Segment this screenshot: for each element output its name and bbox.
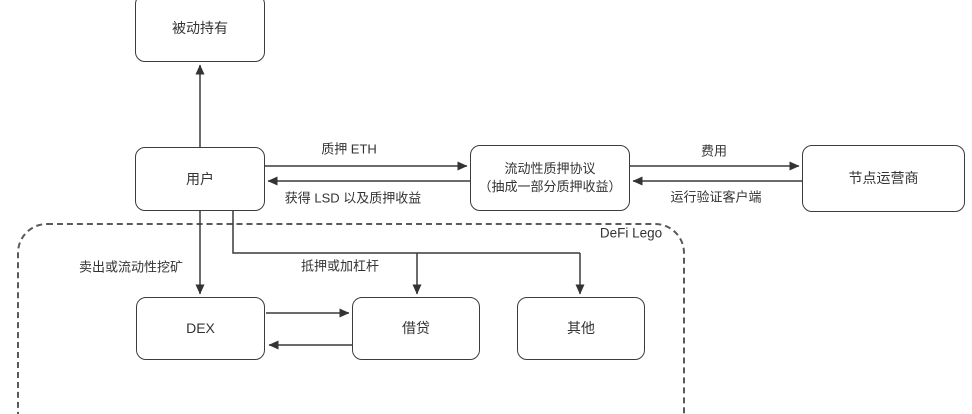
node-dex: DEX xyxy=(136,297,265,360)
edge-label-collateral-or-leverage: 抵押或加杠杆 xyxy=(300,258,380,274)
node-user: 用户 xyxy=(135,147,265,211)
defi-lego-group-outline xyxy=(17,223,685,414)
node-liquid-staking-protocol: 流动性质押协议 （抽成一部分质押收益） xyxy=(470,145,630,211)
node-passive-holding: 被动持有 xyxy=(135,0,265,62)
node-dex-label: DEX xyxy=(186,320,215,337)
node-liquid-staking-protocol-sublabel: （抽成一部分质押收益） xyxy=(478,179,622,194)
node-lending-label: 借贷 xyxy=(402,320,430,337)
node-other: 其他 xyxy=(517,297,645,360)
edge-label-stake-eth: 质押 ETH xyxy=(321,141,377,157)
node-operator-label: 节点运营商 xyxy=(848,170,919,187)
node-liquid-staking-protocol-label: 流动性质押协议 xyxy=(504,161,596,177)
connector-user-branch xyxy=(232,211,580,254)
edge-label-sell-or-liquidity-mining: 卖出或流动性挖矿 xyxy=(78,259,184,275)
defi-lego-group-label: DeFi Lego xyxy=(599,225,663,241)
node-passive-holding-label: 被动持有 xyxy=(172,19,228,36)
node-user-label: 用户 xyxy=(186,170,214,187)
node-lending: 借贷 xyxy=(352,297,480,360)
node-operator: 节点运营商 xyxy=(802,145,965,212)
edge-label-fee: 费用 xyxy=(700,143,728,159)
edge-label-run-validator: 运行验证客户端 xyxy=(670,189,762,205)
node-other-label: 其他 xyxy=(567,320,595,337)
edge-label-receive-lsd: 获得 LSD 以及质押收益 xyxy=(284,190,422,206)
